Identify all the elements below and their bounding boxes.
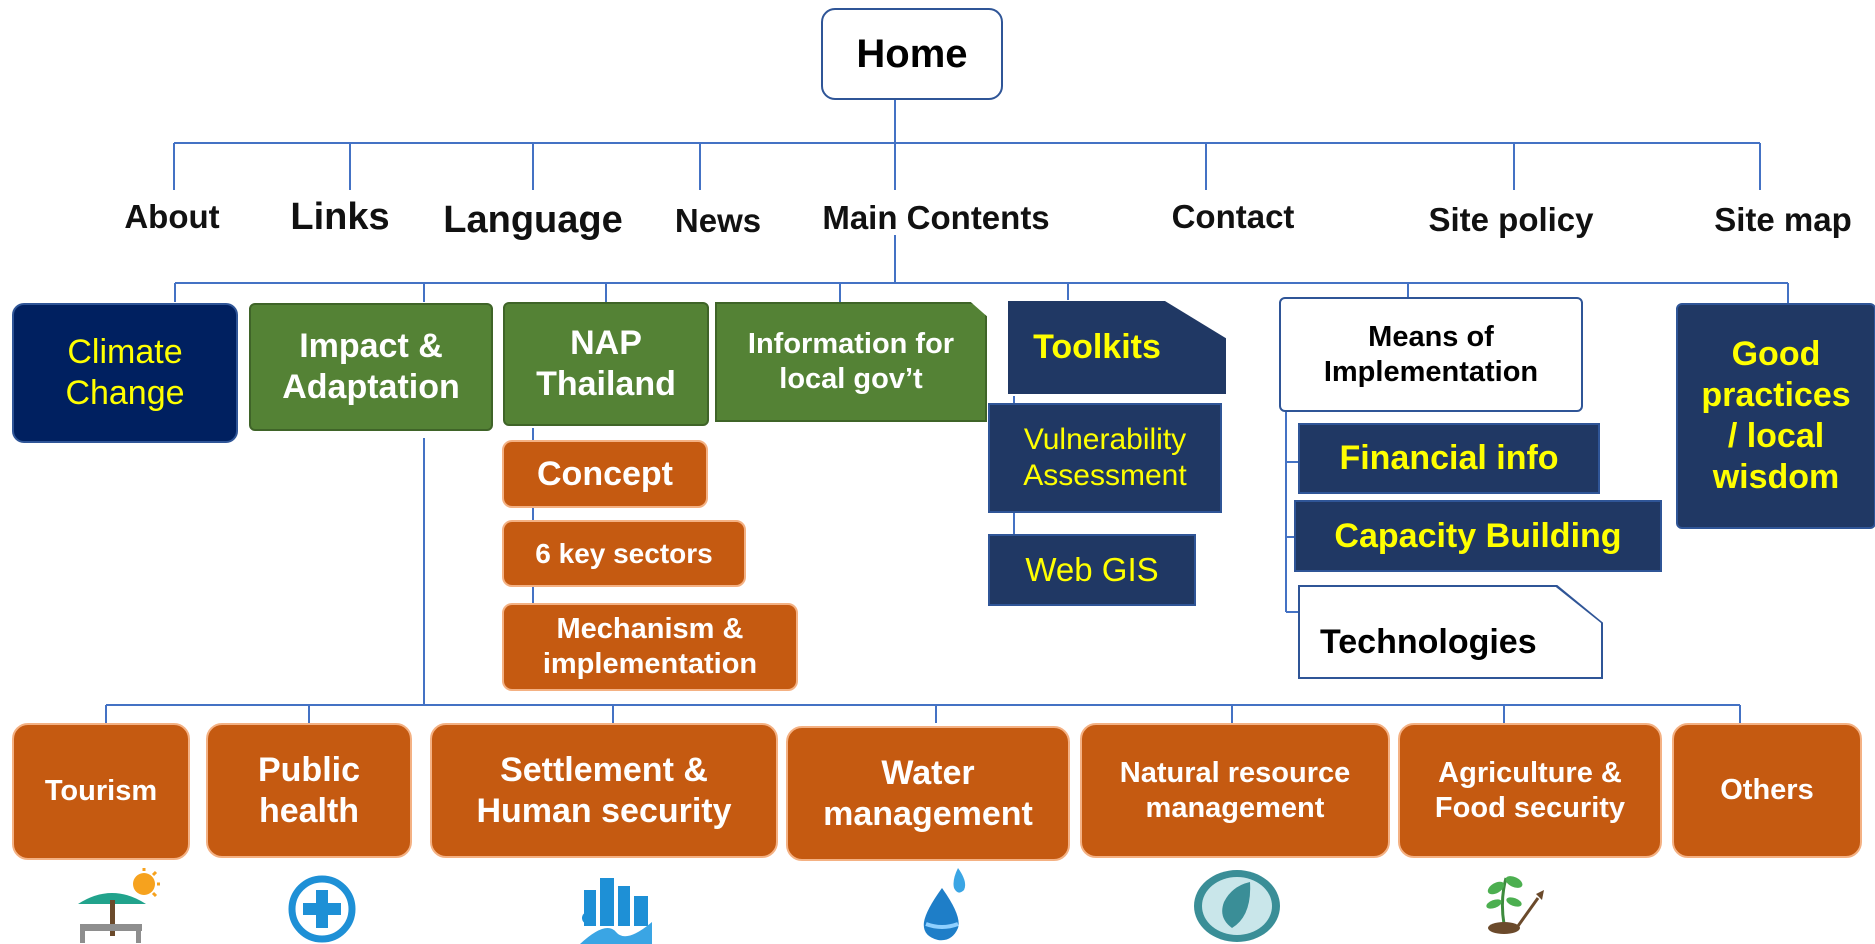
nav-contact[interactable]: Contact bbox=[1171, 198, 1295, 235]
water-drop-icon bbox=[923, 868, 966, 941]
nav-about[interactable]: About bbox=[124, 198, 220, 235]
sector-others-label: Others bbox=[1720, 774, 1814, 807]
sector-natural-resource-box[interactable]: Natural resource management bbox=[1080, 723, 1390, 858]
nap-mechanism-box[interactable]: Mechanism & implementation bbox=[502, 603, 798, 691]
nap-key-sectors-box[interactable]: 6 key sectors bbox=[502, 520, 746, 587]
vulnerability-assessment-box[interactable]: Vulnerability Assessment bbox=[988, 403, 1222, 513]
home-label: Home bbox=[856, 32, 968, 76]
financial-info-box[interactable]: Financial info bbox=[1298, 423, 1600, 494]
nap-mechanism-label: Mechanism & implementation bbox=[542, 613, 758, 680]
sector-agriculture-box[interactable]: Agriculture & Food security bbox=[1398, 723, 1662, 858]
nav-links[interactable]: Links bbox=[290, 196, 390, 238]
financial-info-label: Financial info bbox=[1339, 439, 1559, 478]
nap-key-sectors-label: 6 key sectors bbox=[535, 537, 713, 569]
beach-umbrella-icon bbox=[78, 868, 160, 943]
medical-cross-icon bbox=[288, 875, 356, 943]
plant-shovel-icon bbox=[1486, 876, 1544, 934]
toolkits-label: Toolkits bbox=[1033, 328, 1161, 367]
nav-site-map[interactable]: Site map bbox=[1714, 201, 1852, 238]
technologies-inner: Technologies bbox=[1300, 587, 1601, 677]
nap-concept-box[interactable]: Concept bbox=[502, 440, 708, 508]
sector-natural-resource-label: Natural resource management bbox=[1119, 756, 1351, 824]
sector-others-box[interactable]: Others bbox=[1672, 723, 1862, 858]
web-gis-box[interactable]: Web GIS bbox=[988, 534, 1196, 606]
sector-agriculture-label: Agriculture & Food security bbox=[1434, 756, 1626, 824]
technologies-box[interactable]: Technologies bbox=[1298, 585, 1603, 679]
nap-thailand-label: NAP Thailand bbox=[536, 324, 676, 403]
home-box[interactable]: Home bbox=[821, 8, 1003, 100]
means-of-implementation-box[interactable]: Means of Implementation bbox=[1279, 297, 1583, 412]
nav-site-policy[interactable]: Site policy bbox=[1428, 201, 1594, 238]
capacity-building-label: Capacity Building bbox=[1334, 516, 1622, 555]
climate-change-label: Climate Change bbox=[65, 333, 185, 412]
impact-adaptation-box[interactable]: Impact & Adaptation bbox=[249, 303, 493, 431]
info-local-gov-label: Information for local gov’t bbox=[747, 328, 955, 395]
sector-settlement-label: Settlement & Human security bbox=[476, 750, 732, 830]
sector-public-health-box[interactable]: Public health bbox=[206, 723, 412, 858]
good-practices-label: Good practices / local wisdom bbox=[1701, 335, 1851, 496]
sector-water-label: Water management bbox=[823, 753, 1033, 833]
info-local-gov-box[interactable]: Information for local gov’t bbox=[715, 302, 987, 422]
climate-change-box[interactable]: Climate Change bbox=[12, 303, 238, 443]
sector-settlement-box[interactable]: Settlement & Human security bbox=[430, 723, 778, 858]
capacity-building-box[interactable]: Capacity Building bbox=[1294, 500, 1662, 572]
impact-adaptation-label: Impact & Adaptation bbox=[282, 327, 460, 406]
sector-tourism-box[interactable]: Tourism bbox=[12, 723, 190, 860]
nav-news[interactable]: News bbox=[674, 202, 762, 239]
sector-public-health-label: Public health bbox=[257, 750, 361, 830]
sector-tourism-label: Tourism bbox=[44, 775, 158, 808]
nap-thailand-box[interactable]: NAP Thailand bbox=[503, 302, 709, 426]
leaf-icon bbox=[1194, 870, 1280, 942]
good-practices-box[interactable]: Good practices / local wisdom bbox=[1676, 303, 1875, 529]
web-gis-label: Web GIS bbox=[1025, 551, 1159, 589]
means-of-implementation-label: Means of Implementation bbox=[1323, 320, 1539, 388]
sector-water-box[interactable]: Water management bbox=[786, 726, 1070, 861]
toolkits-box[interactable]: Toolkits bbox=[1008, 301, 1226, 394]
nav-main-contents[interactable]: Main Contents bbox=[822, 199, 1050, 236]
nav-language[interactable]: Language bbox=[443, 199, 623, 241]
city-river-icon bbox=[580, 878, 652, 944]
technologies-label: Technologies bbox=[1320, 623, 1537, 662]
nap-concept-label: Concept bbox=[537, 454, 673, 493]
vulnerability-assessment-label: Vulnerability Assessment bbox=[1023, 423, 1187, 492]
